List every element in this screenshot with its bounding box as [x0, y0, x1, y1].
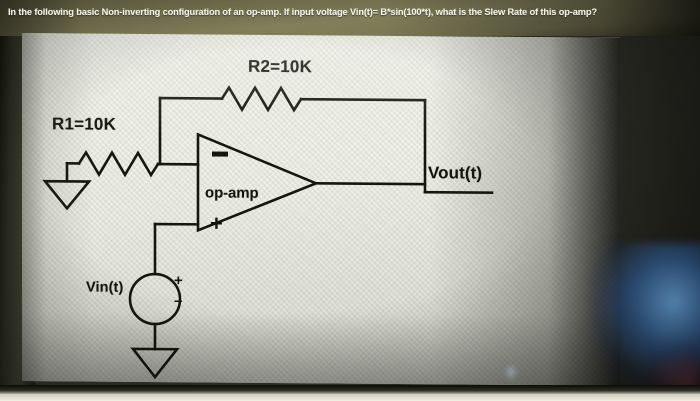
circuit-schematic	[42, 85, 494, 380]
op-amp-label: op-amp	[205, 184, 259, 202]
r2-resistor-symbol	[220, 85, 303, 113]
source-minus-sign: –	[174, 292, 183, 310]
voltage-source-symbol	[128, 272, 182, 326]
op-amp-noninverting-sign: +	[210, 210, 223, 236]
vin-label: Vin(t)	[86, 279, 124, 296]
circuit-diagram-area: R2=10K R1=10K op-amp Vout(t) Vin(t) + + …	[22, 33, 620, 386]
r1-resistor-symbol	[77, 150, 160, 178]
output-terminal-wire	[423, 190, 494, 195]
r2-label: R2=10K	[248, 56, 313, 77]
question-text: In the following basic Non-inverting con…	[8, 7, 597, 17]
r1-label: R1=10K	[52, 114, 117, 134]
op-amp-output-wire	[314, 181, 427, 186]
feedback-wire-to-output	[299, 97, 427, 102]
ground-symbol-left	[42, 179, 92, 211]
ground-symbol-source	[130, 347, 180, 380]
op-amp-minus-bar	[212, 151, 228, 157]
question-banner: In the following basic Non-inverting con…	[0, 0, 700, 36]
monitor-bottom-edge	[0, 394, 700, 401]
source-plus-sign: +	[174, 272, 183, 290]
vout-label: Vout(t)	[428, 163, 483, 183]
